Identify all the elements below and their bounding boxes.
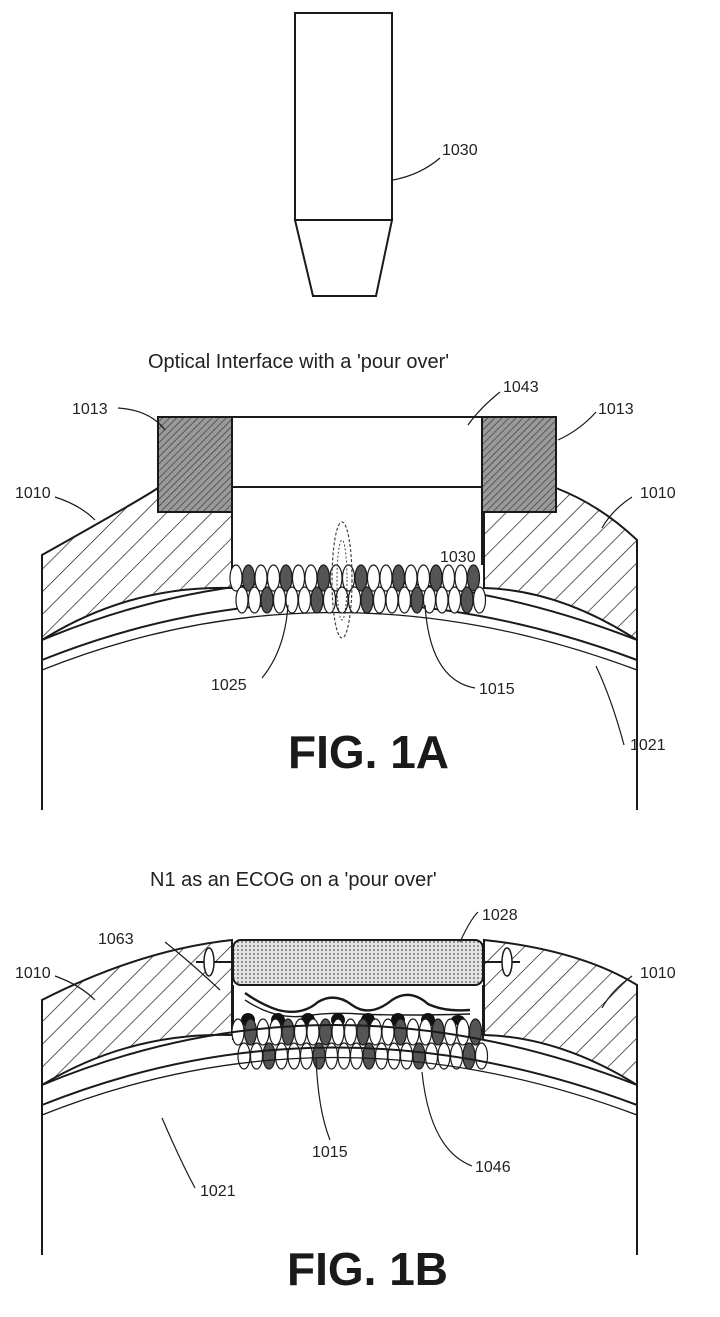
- cell: [268, 1018, 283, 1046]
- cell: [412, 1042, 426, 1070]
- cell: [393, 1018, 408, 1046]
- cell: [474, 1042, 489, 1070]
- cell: [281, 1018, 295, 1046]
- fig-1b-caption: FIG. 1B: [287, 1243, 448, 1295]
- cell: [331, 1018, 345, 1046]
- label-1043: 1043: [503, 379, 539, 396]
- cell: [335, 586, 349, 614]
- cell: [372, 586, 387, 614]
- cell: [381, 1018, 395, 1046]
- label-1015-b: 1015: [312, 1144, 348, 1161]
- fig-1a-title: Optical Interface with a 'pour over': [148, 351, 449, 373]
- cell: [318, 1018, 333, 1046]
- cell: [406, 1018, 420, 1046]
- cell: [472, 586, 487, 614]
- label-1010-right-b: 1010: [640, 965, 676, 982]
- label-1030-inner: 1030: [440, 549, 476, 566]
- label-1015: 1015: [479, 681, 515, 698]
- cell: [424, 1042, 439, 1070]
- cell: [460, 586, 474, 614]
- cell: [410, 586, 424, 614]
- cell: [387, 1042, 401, 1070]
- label-1013-left: 1013: [72, 401, 108, 418]
- cell: [293, 1018, 308, 1046]
- cell: [256, 1018, 270, 1046]
- label-1010-left: 1010: [15, 485, 51, 502]
- cell: [468, 1018, 483, 1046]
- label-1063: 1063: [98, 931, 134, 948]
- cell: [362, 1042, 376, 1070]
- pin-right: [483, 947, 520, 977]
- cell: [272, 586, 287, 614]
- cell: [374, 1042, 389, 1070]
- cell: [297, 586, 312, 614]
- cell: [397, 586, 412, 614]
- label-1025: 1025: [211, 677, 247, 694]
- fig-1b-title: N1 as an ECOG on a 'pour over': [150, 869, 437, 891]
- label-1013-right: 1013: [598, 401, 634, 418]
- cell: [399, 1042, 414, 1070]
- cell: [435, 586, 449, 614]
- cell: [347, 586, 362, 614]
- fig-1b: N1 as an ECOG on a 'pour over': [15, 869, 676, 1295]
- frame-1013-left: [157, 416, 233, 513]
- cell: [243, 1018, 258, 1046]
- label-1021-b: 1021: [200, 1183, 236, 1200]
- cell: [249, 1042, 264, 1070]
- fig-1a: Optical Interface with a 'pour over' 101…: [15, 351, 676, 810]
- window-1043: [231, 416, 483, 488]
- ecog-cap-1028: [232, 939, 484, 986]
- fig-1a-caption: FIG. 1A: [288, 726, 449, 778]
- label-1010-right: 1010: [640, 485, 676, 502]
- cell: [260, 586, 274, 614]
- cell-layer-1015-b: [231, 1018, 489, 1070]
- cell: [262, 1042, 276, 1070]
- pin-left: [196, 947, 233, 977]
- cell: [462, 1042, 476, 1070]
- cell: [287, 1042, 301, 1070]
- frame-1013-right: [481, 416, 557, 513]
- cell: [343, 1018, 358, 1046]
- label-1010-left-b: 1010: [15, 965, 51, 982]
- label-1046: 1046: [475, 1159, 511, 1176]
- cell: [368, 1018, 383, 1046]
- probe-1030: 1030: [293, 12, 478, 297]
- cell-layer-1015: [229, 564, 487, 614]
- cell: [456, 1018, 470, 1046]
- cell: [447, 586, 462, 614]
- cell: [274, 1042, 289, 1070]
- cell: [310, 586, 324, 614]
- cell: [356, 1018, 370, 1046]
- cell: [235, 586, 249, 614]
- cell: [247, 586, 262, 614]
- label-1028: 1028: [482, 907, 518, 924]
- label-1030-probe: 1030: [442, 142, 478, 159]
- cell: [466, 564, 481, 592]
- cell: [360, 586, 374, 614]
- cell: [385, 586, 399, 614]
- cell: [237, 1042, 251, 1070]
- label-1021: 1021: [630, 737, 666, 754]
- cell: [443, 1018, 458, 1046]
- cell: [306, 1018, 320, 1046]
